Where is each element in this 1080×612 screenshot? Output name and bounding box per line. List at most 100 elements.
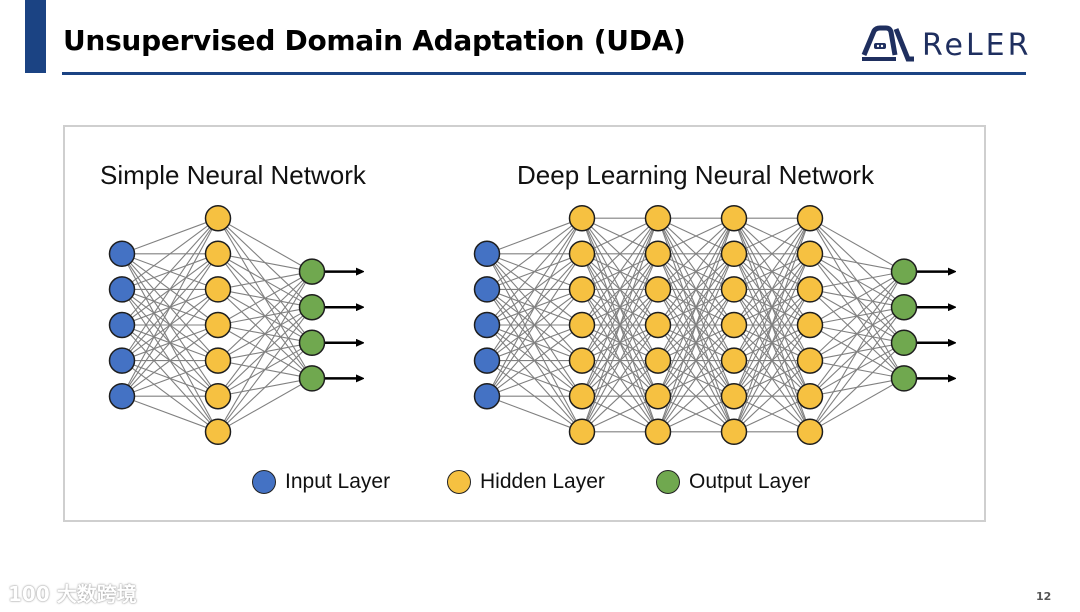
deep-edge xyxy=(486,324,583,397)
page-number: 12 xyxy=(1036,590,1052,603)
simple-edge xyxy=(217,271,313,326)
deep-edge xyxy=(809,271,905,397)
deep-edge xyxy=(809,271,905,290)
deep-edge xyxy=(486,217,583,361)
simple-input-node xyxy=(108,347,136,374)
deep-input-node xyxy=(473,276,501,303)
deep-output-node xyxy=(890,329,918,357)
deep-edge xyxy=(486,289,583,397)
deep-edge xyxy=(581,217,659,290)
deep-edge xyxy=(733,395,811,433)
deep-edge xyxy=(733,324,811,433)
simple-edge xyxy=(217,306,313,433)
deep-hidden-node xyxy=(796,347,824,374)
deep-edge xyxy=(733,217,811,361)
simple-edge xyxy=(217,217,313,273)
legend-output: Output Layer xyxy=(656,470,810,494)
simple-edge xyxy=(217,271,313,433)
deep-edge xyxy=(809,271,905,433)
deep-hidden-node xyxy=(568,276,596,303)
simple-input-node xyxy=(108,382,136,410)
simple-edge xyxy=(217,271,313,290)
deep-input-node xyxy=(473,347,501,374)
deep-hidden-node xyxy=(796,276,824,303)
deep-hidden-node xyxy=(568,204,596,232)
deep-edge xyxy=(733,217,811,255)
simple-edge xyxy=(217,377,313,433)
deep-edge xyxy=(581,395,659,433)
deep-output-node xyxy=(890,258,918,285)
deep-edge xyxy=(657,395,735,433)
deep-edge xyxy=(581,360,659,433)
deep-edge xyxy=(486,217,583,290)
simple-network xyxy=(108,204,363,446)
deep-edge xyxy=(486,360,583,397)
ai-logo-icon xyxy=(861,25,914,62)
deep-hidden-node xyxy=(720,347,748,374)
deep-hidden-node xyxy=(720,311,748,339)
deep-edge xyxy=(657,217,735,361)
simple-output-node xyxy=(298,258,326,285)
deep-hidden-node xyxy=(720,240,748,268)
simple-edge xyxy=(217,271,313,361)
simple-edge xyxy=(121,324,219,397)
deep-edge xyxy=(657,324,735,433)
accent-bar xyxy=(25,0,46,73)
simple-hidden-node xyxy=(204,311,232,339)
simple-edge xyxy=(121,360,219,397)
simple-edge xyxy=(217,271,313,397)
deep-hidden-node xyxy=(644,382,672,410)
deep-hidden-node xyxy=(644,311,672,339)
legend-label: Hidden Layer xyxy=(480,470,605,493)
deep-hidden-node xyxy=(720,204,748,232)
simple-edge xyxy=(121,217,219,361)
deep-edge xyxy=(733,217,811,397)
deep-hidden-node xyxy=(720,276,748,303)
simple-hidden-node xyxy=(204,382,232,410)
deep-edge xyxy=(809,217,905,273)
simple-edge xyxy=(121,217,219,255)
simple-edge xyxy=(121,217,219,290)
simple-input-node xyxy=(108,276,136,303)
deep-edge xyxy=(809,253,905,273)
deep-hidden-node xyxy=(720,418,748,446)
simple-output-node xyxy=(298,365,326,392)
deep-input-node xyxy=(473,382,501,410)
simple-network-title: Simple Neural Network xyxy=(100,160,366,190)
deep-edge xyxy=(581,217,659,255)
deep-edge xyxy=(581,253,659,433)
deep-edge xyxy=(581,217,659,397)
deep-hidden-node xyxy=(644,347,672,374)
deep-hidden-node xyxy=(568,347,596,374)
diagram-panel xyxy=(63,125,986,522)
deep-edge xyxy=(733,360,811,433)
reler-logo: ReLER xyxy=(860,25,1031,65)
input-node-swatch xyxy=(252,470,276,494)
deep-edge xyxy=(581,324,659,433)
deep-edge xyxy=(809,342,905,433)
deep-edge xyxy=(733,289,811,433)
deep-edge xyxy=(733,253,811,433)
simple-edge xyxy=(217,253,313,273)
deep-edge xyxy=(809,306,905,433)
deep-edge xyxy=(657,217,735,290)
simple-edge xyxy=(217,342,313,433)
deep-output-node xyxy=(890,365,918,392)
deep-hidden-node xyxy=(796,418,824,446)
deep-edge xyxy=(657,217,735,326)
deep-edge xyxy=(809,271,905,326)
simple-input-node xyxy=(108,240,136,268)
deep-hidden-node xyxy=(644,418,672,446)
deep-edge xyxy=(657,289,735,433)
deep-input-node xyxy=(473,240,501,268)
deep-edge xyxy=(581,289,659,433)
simple-hidden-node xyxy=(204,204,232,232)
deep-hidden-node xyxy=(568,311,596,339)
slide-title: Unsupervised Domain Adaptation (UDA) xyxy=(63,24,686,57)
deep-edge xyxy=(657,360,735,433)
deep-edge xyxy=(486,253,583,397)
deep-edge xyxy=(486,217,583,397)
simple-input-node xyxy=(108,311,136,339)
deep-edge xyxy=(657,253,735,433)
